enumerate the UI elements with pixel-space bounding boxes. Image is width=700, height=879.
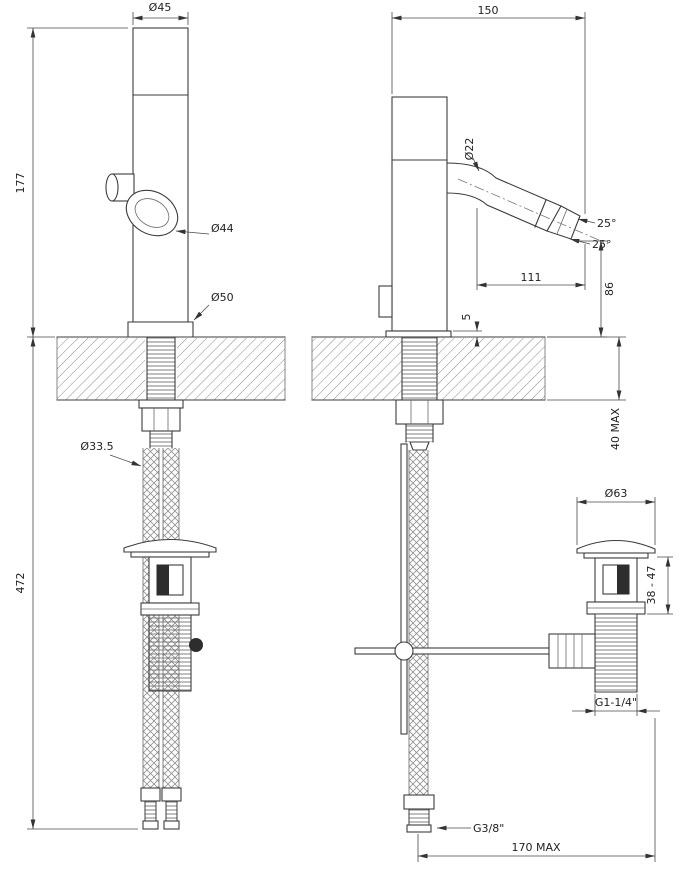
counter-section-front <box>56 336 286 401</box>
popup-rod-vertical <box>400 443 408 735</box>
locknut-side <box>395 399 444 425</box>
dim-body-height: 177 <box>14 173 27 194</box>
dim-total-height: 472 <box>14 573 27 594</box>
dim-angle-upper: 25° <box>597 217 617 230</box>
spout-lower-edge <box>446 192 548 232</box>
drain-cap-front <box>123 538 217 553</box>
base-plate-side <box>385 330 452 338</box>
spout-centerline <box>457 178 609 245</box>
flex-hose-side <box>409 450 428 795</box>
dim-dia-shank: Ø33.5 <box>80 440 113 453</box>
drain-cap-side <box>576 539 656 554</box>
counter-section-side <box>311 336 546 401</box>
faucet-body-front <box>132 27 189 323</box>
dim-depth: 150 <box>478 4 499 17</box>
dim-reach: 111 <box>521 271 542 284</box>
hose-fittings-front <box>140 787 182 830</box>
dim-drain-adjust: 38 - 47 <box>645 566 658 605</box>
dim-dia-spout: Ø22 <box>463 138 476 161</box>
dim-deck-max: 40 MAX <box>609 408 622 451</box>
dim-angle-lower: 25° <box>592 238 612 251</box>
faucet-base-front <box>127 321 194 338</box>
locknut-front <box>141 407 181 432</box>
dimensions-side: 150 Ø22 25° 25° 111 86 5 40 MAX Ø63 38 <box>391 4 673 862</box>
faucet-body-side <box>391 96 448 332</box>
washer-front <box>138 399 184 409</box>
dim-hose-thread: G3/8" <box>473 822 504 835</box>
dim-dia-aerator: Ø44 <box>211 222 234 235</box>
side-view <box>311 96 656 833</box>
popup-rod-horizontal <box>354 647 571 655</box>
dim-rod-reach: 170 MAX <box>511 841 561 854</box>
front-view <box>56 27 286 830</box>
rod-ball-joint <box>394 641 414 661</box>
hose-fitting-side <box>403 794 435 833</box>
rod-clamp <box>548 633 596 669</box>
spout-upper-edge <box>446 162 562 207</box>
handle-lever-side <box>378 285 393 318</box>
dim-dia-top: Ø45 <box>149 1 172 14</box>
dimensions-front: Ø45 177 472 Ø44 Ø50 Ø33.5 <box>14 1 234 830</box>
dim-outlet-height: 86 <box>603 282 616 296</box>
drain-assembly-side <box>548 539 656 693</box>
dim-dia-base: Ø50 <box>211 291 234 304</box>
drain-assembly-front <box>123 538 217 692</box>
aerator-face <box>125 189 179 237</box>
drain-lever-ball-front <box>189 638 203 652</box>
dim-dia-drain: Ø63 <box>605 487 628 500</box>
aerator-nozzle-side <box>546 205 581 240</box>
dim-base-plate: 5 <box>460 314 473 321</box>
dim-drain-thread: G1-1/4" <box>595 696 637 709</box>
